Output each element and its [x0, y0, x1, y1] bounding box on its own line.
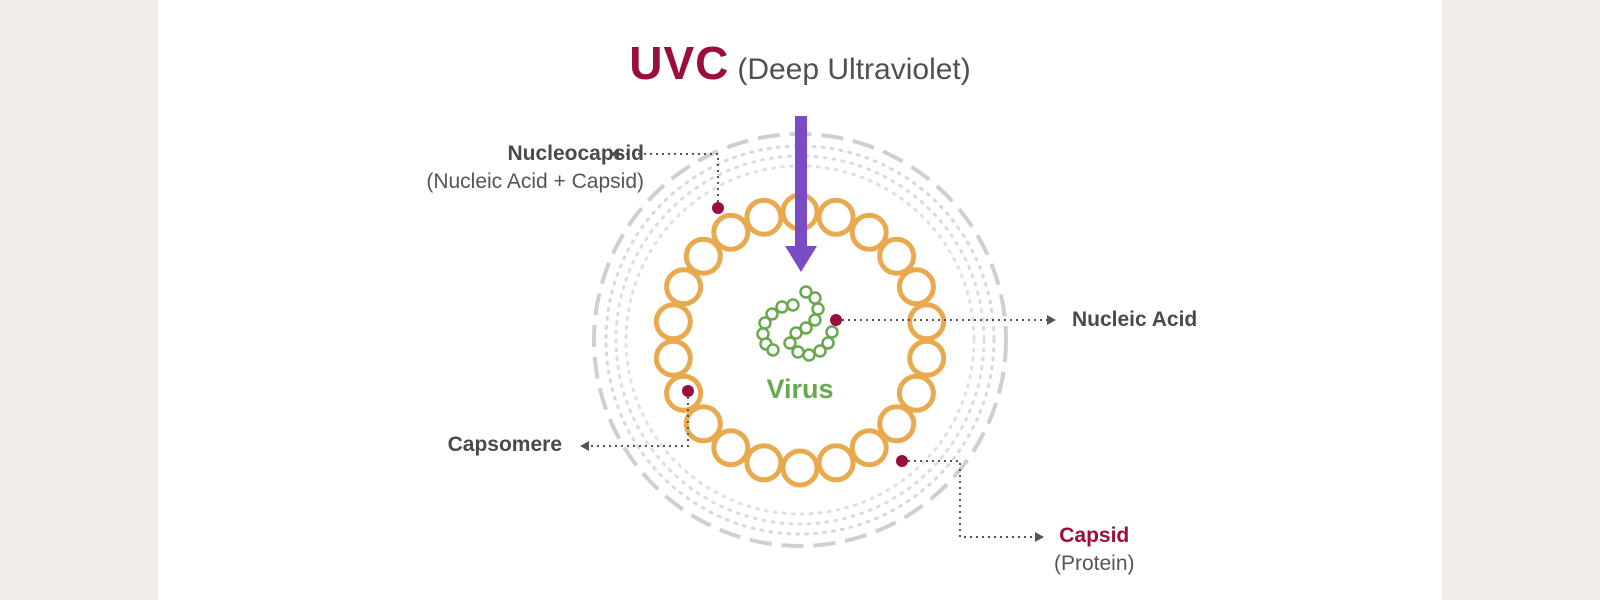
nucleic-acid-bead [825, 325, 839, 339]
capsomere-circle [744, 443, 784, 483]
title-main: UVC [629, 37, 730, 89]
capsid-name: Capsid [1059, 524, 1130, 547]
capsomere-circle [896, 373, 936, 413]
title-sub: (Deep Ultraviolet) [737, 53, 971, 86]
capsomere-circle [711, 428, 751, 468]
nucleic-acid-bead [775, 300, 789, 314]
nucleocapsid-label: Nucleocapsid (Nucleic Acid + Capsid) [426, 140, 644, 196]
nucleic-acid-bead [821, 336, 835, 350]
dot-marker-icon [682, 385, 694, 397]
capsomere-circle [780, 448, 820, 488]
dotted-ring-1 [604, 144, 996, 536]
dot-marker-icon [896, 455, 908, 467]
capsomere-circle [816, 197, 856, 237]
dot-marker-icon [830, 314, 842, 326]
capsomere-circle [744, 197, 784, 237]
capsomere-circle [896, 267, 936, 307]
capsomere-circle [653, 302, 693, 342]
capsid-arrowhead [1035, 532, 1044, 542]
nucleic-acid-spiral [756, 285, 839, 362]
capsid-leader [902, 460, 1036, 538]
capsomere-circle [877, 404, 917, 444]
nucleic-acid-bead [783, 336, 797, 350]
nucleic-acid-bead [789, 326, 803, 340]
virus-label: Virus [766, 374, 834, 404]
capsomere-circle [849, 212, 889, 252]
nucleic-acid-bead [766, 343, 780, 357]
capsid-detail: (Protein) [1054, 552, 1135, 575]
capsomere-arrowhead [580, 441, 589, 451]
capsid-label: Capsid (Protein) [1054, 522, 1135, 578]
capsomere-leader [588, 391, 689, 447]
capsomere-label: Capsomere [448, 431, 562, 459]
nucleic-acid-bead [808, 313, 822, 327]
capsomere-circle [711, 212, 751, 252]
nucleic-acid-label: Nucleic Acid [1072, 306, 1197, 334]
dot-marker-icon [712, 202, 724, 214]
nucleic-acid-bead [813, 344, 827, 358]
nucleocapsid-arrowhead [610, 149, 619, 159]
nucleic-acid-bead [791, 345, 805, 359]
nucleic-acid-bead [808, 291, 822, 305]
down-arrow-icon [785, 116, 817, 272]
nucleocapsid-name: Nucleocapsid [507, 142, 644, 165]
capsomere-circle [683, 404, 723, 444]
nucleic-acid-bead [786, 298, 800, 312]
capsomere-circle [816, 443, 856, 483]
capsomere-circle [653, 338, 693, 378]
capsomere-circle [849, 428, 889, 468]
content-panel [158, 0, 1442, 600]
capsomere-circle [683, 236, 723, 276]
nucleocapsid-leader [618, 153, 719, 208]
nucleic-acid-bead [799, 285, 813, 299]
nucleic-acid-bead [758, 316, 772, 330]
nucleic-acid-bead [765, 307, 779, 321]
nucleic-acid-arrowhead [1047, 315, 1056, 325]
capsomere-circle [877, 236, 917, 276]
capsomere-name: Capsomere [447, 433, 562, 456]
diagram-title: UVC(Deep Ultraviolet) [0, 36, 1600, 90]
nucleic-acid-bead [802, 348, 816, 362]
nucleic-acid-bead [811, 302, 825, 316]
capsomere-circle [907, 338, 947, 378]
capsomere-circle [907, 302, 947, 342]
capsomere-circle [664, 267, 704, 307]
nucleocapsid-detail: (Nucleic Acid + Capsid) [426, 170, 644, 193]
nucleic-acid-name: Nucleic Acid [1072, 308, 1198, 331]
